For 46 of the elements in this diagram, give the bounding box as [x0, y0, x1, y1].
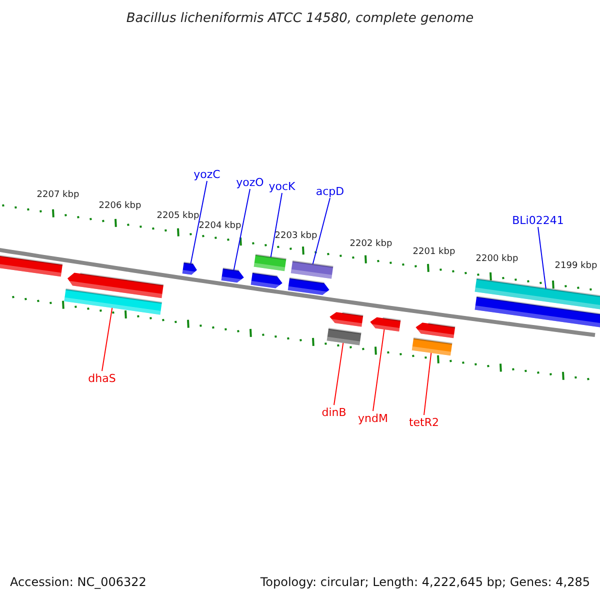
genome-stats-text: Topology: circular; Length: 4,222,645 bp; Genes: 4,285: [260, 576, 590, 588]
scale-label: 2204 kbp: [198, 222, 242, 230]
gene-bar: [254, 254, 286, 272]
gene-feature: [415, 322, 456, 338]
gene-feature: [182, 262, 197, 275]
gene-label: yndM: [358, 412, 388, 424]
leader-line: [538, 226, 546, 290]
gene-bar: [474, 296, 600, 330]
gene-label: dhaS: [88, 372, 116, 384]
scale-label: 2207 kbp: [36, 190, 80, 200]
gene-feature: [288, 277, 330, 295]
gene-feature: [221, 268, 244, 283]
gene-bar: [64, 288, 162, 315]
scale-label: 2200 kbp: [476, 254, 518, 264]
leader-line: [312, 198, 330, 265]
leader-line: [233, 188, 250, 271]
scale-label: 2199 kbp: [554, 262, 598, 270]
gene-feature: [67, 272, 164, 298]
gene-bar: [326, 328, 362, 346]
scale-label: 2205 kbp: [156, 212, 200, 220]
scale-label: 2203 kbp: [274, 232, 318, 240]
gene-label: tetR2: [408, 416, 440, 428]
leader-line: [334, 342, 344, 406]
scale-label: 2201 kbp: [412, 248, 456, 256]
leader-line: [424, 352, 432, 416]
gene-bar: [412, 337, 452, 356]
gene-label: acpD: [316, 186, 344, 196]
gene-feature: [370, 317, 401, 332]
gene-feature: [329, 312, 364, 327]
gene-feature: [250, 272, 282, 288]
gene-label: BLi02241: [512, 214, 564, 226]
title: Bacillus licheniformis ATCC 14580, complete genome: [126, 12, 474, 24]
scale-label: 2202 kbp: [350, 240, 392, 248]
gene-bar: [290, 260, 334, 279]
leader-line: [190, 180, 208, 264]
leader-line: [372, 328, 385, 412]
gene-bar: [0, 254, 63, 277]
gene-label: yozC: [194, 168, 220, 180]
gene-label: yozO: [236, 176, 264, 188]
gene-bar: [474, 278, 600, 312]
gene-label: dinB: [322, 406, 346, 418]
leader-line: [102, 307, 113, 372]
accession-text: Accession: NC_006322: [10, 576, 146, 588]
gene-label: yocK: [268, 180, 296, 192]
scale-label: 2206 kbp: [98, 202, 142, 210]
leader-line: [270, 192, 282, 258]
